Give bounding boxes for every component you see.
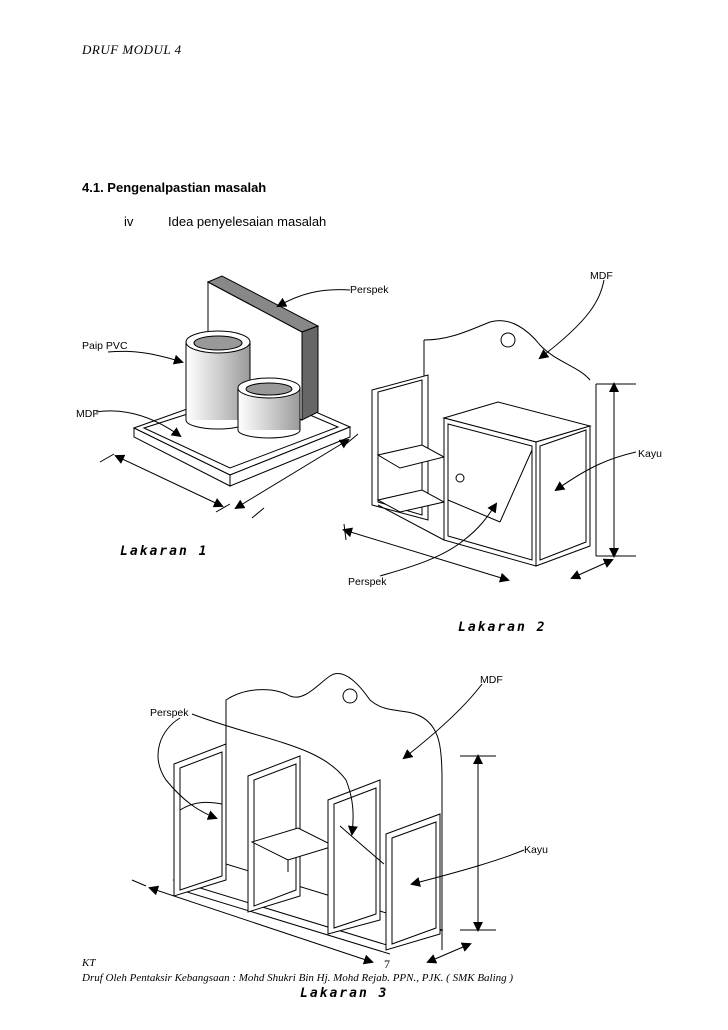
sketch2-label-perspek: Perspek: [348, 576, 387, 588]
sketch2-drawing: [342, 279, 637, 583]
sketch1-label-paip: Paip PVC: [82, 340, 128, 352]
sketch2-label-mdf: MDF: [590, 270, 613, 282]
subsection-title: Idea penyelesaian masalah: [168, 214, 327, 229]
sketch1-caption: Lakaran 1: [120, 544, 209, 559]
sketch2-label-kayu: Kayu: [638, 448, 662, 460]
sketch3-drawing: [131, 673, 525, 965]
subsection-number: iv: [124, 214, 134, 229]
sketch1-drawing: [95, 275, 359, 519]
sketch3-label-mdf: MDF: [480, 674, 503, 686]
sketch3-label-kayu: Kayu: [524, 844, 548, 856]
sketch1-label-mdf: MDF: [76, 408, 99, 420]
sketch3-caption: Lakaran 3: [300, 986, 389, 1001]
header-title: DRUF MODUL 4: [82, 42, 182, 57]
footer-credit: Druf Oleh Pentaksir Kebangsaan : Mohd Sh…: [82, 972, 514, 984]
page-number: 7: [384, 957, 390, 971]
sketch3-label-perspek: Perspek: [150, 707, 189, 719]
sketch2-caption: Lakaran 2: [458, 620, 547, 635]
sketch1-label-perspek: Perspek: [350, 284, 389, 296]
section-heading: 4.1. Pengenalpastian masalah: [82, 180, 267, 195]
footer-left: KT: [82, 957, 96, 969]
